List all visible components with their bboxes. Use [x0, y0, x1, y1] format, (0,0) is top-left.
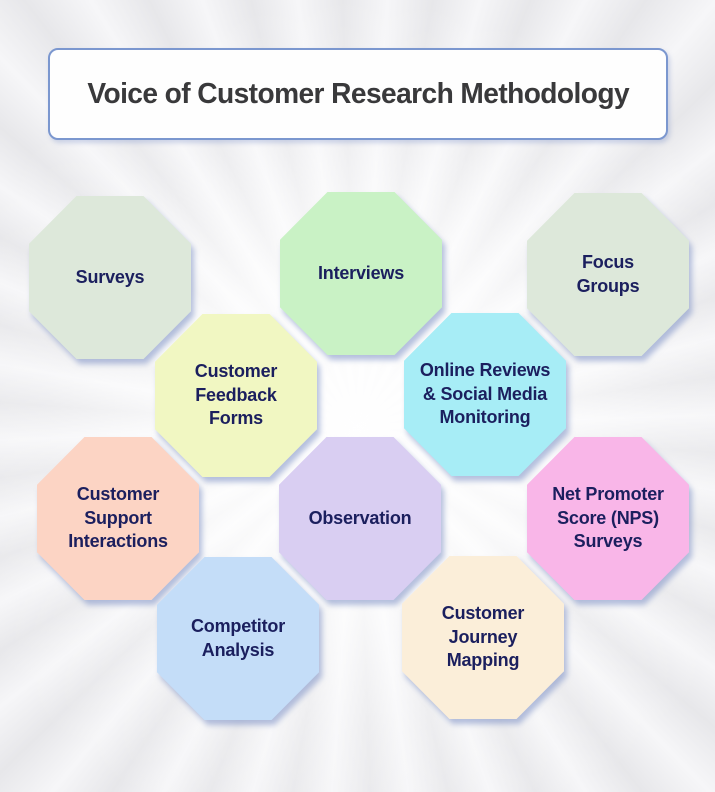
octagon-label: Customer Journey Mapping [441, 602, 525, 671]
octagon-interviews: Interviews [280, 192, 442, 355]
octagon-competitor-analysis: Competitor Analysis [157, 557, 319, 720]
octagon-label: Online Reviews & Social Media Monitoring [419, 359, 551, 428]
octagon-customer-support-interactions: Customer Support Interactions [37, 437, 199, 600]
octagon-shape: Net Promoter Score (NPS) Surveys [527, 437, 689, 600]
octagon-shape: Customer Feedback Forms [155, 314, 317, 477]
octagon-surveys: Surveys [29, 196, 191, 359]
octagon-shape: Observation [279, 437, 441, 600]
octagon-shape: Focus Groups [527, 193, 689, 356]
octagon-shape: Customer Journey Mapping [402, 556, 564, 719]
octagon-shape: Surveys [29, 196, 191, 359]
octagon-label: Competitor Analysis [191, 615, 285, 660]
title-box: Voice of Customer Research Methodology [48, 48, 668, 140]
octagon-shape: Competitor Analysis [157, 557, 319, 720]
octagon-focus-groups: Focus Groups [527, 193, 689, 356]
octagon-label: Customer Support Interactions [68, 483, 168, 552]
octagon-label: Customer Feedback Forms [194, 360, 278, 429]
octagon-shape: Interviews [280, 192, 442, 355]
octagon-label: Net Promoter Score (NPS) Surveys [552, 483, 664, 552]
octagon-observation: Observation [279, 437, 441, 600]
octagon-label: Observation [308, 507, 412, 528]
octagon-online-reviews-social-media-monitoring: Online Reviews & Social Media Monitoring [404, 313, 566, 476]
octagon-customer-feedback-forms: Customer Feedback Forms [155, 314, 317, 477]
octagon-shape: Customer Support Interactions [37, 437, 199, 600]
page-title: Voice of Customer Research Methodology [87, 77, 629, 110]
octagon-label: Surveys [75, 266, 145, 287]
octagon-shape: Online Reviews & Social Media Monitoring [404, 313, 566, 476]
octagon-net-promoter-score-nps-surveys: Net Promoter Score (NPS) Surveys [527, 437, 689, 600]
octagon-label: Interviews [317, 262, 405, 283]
octagon-label: Focus Groups [576, 251, 640, 296]
octagon-customer-journey-mapping: Customer Journey Mapping [402, 556, 564, 719]
